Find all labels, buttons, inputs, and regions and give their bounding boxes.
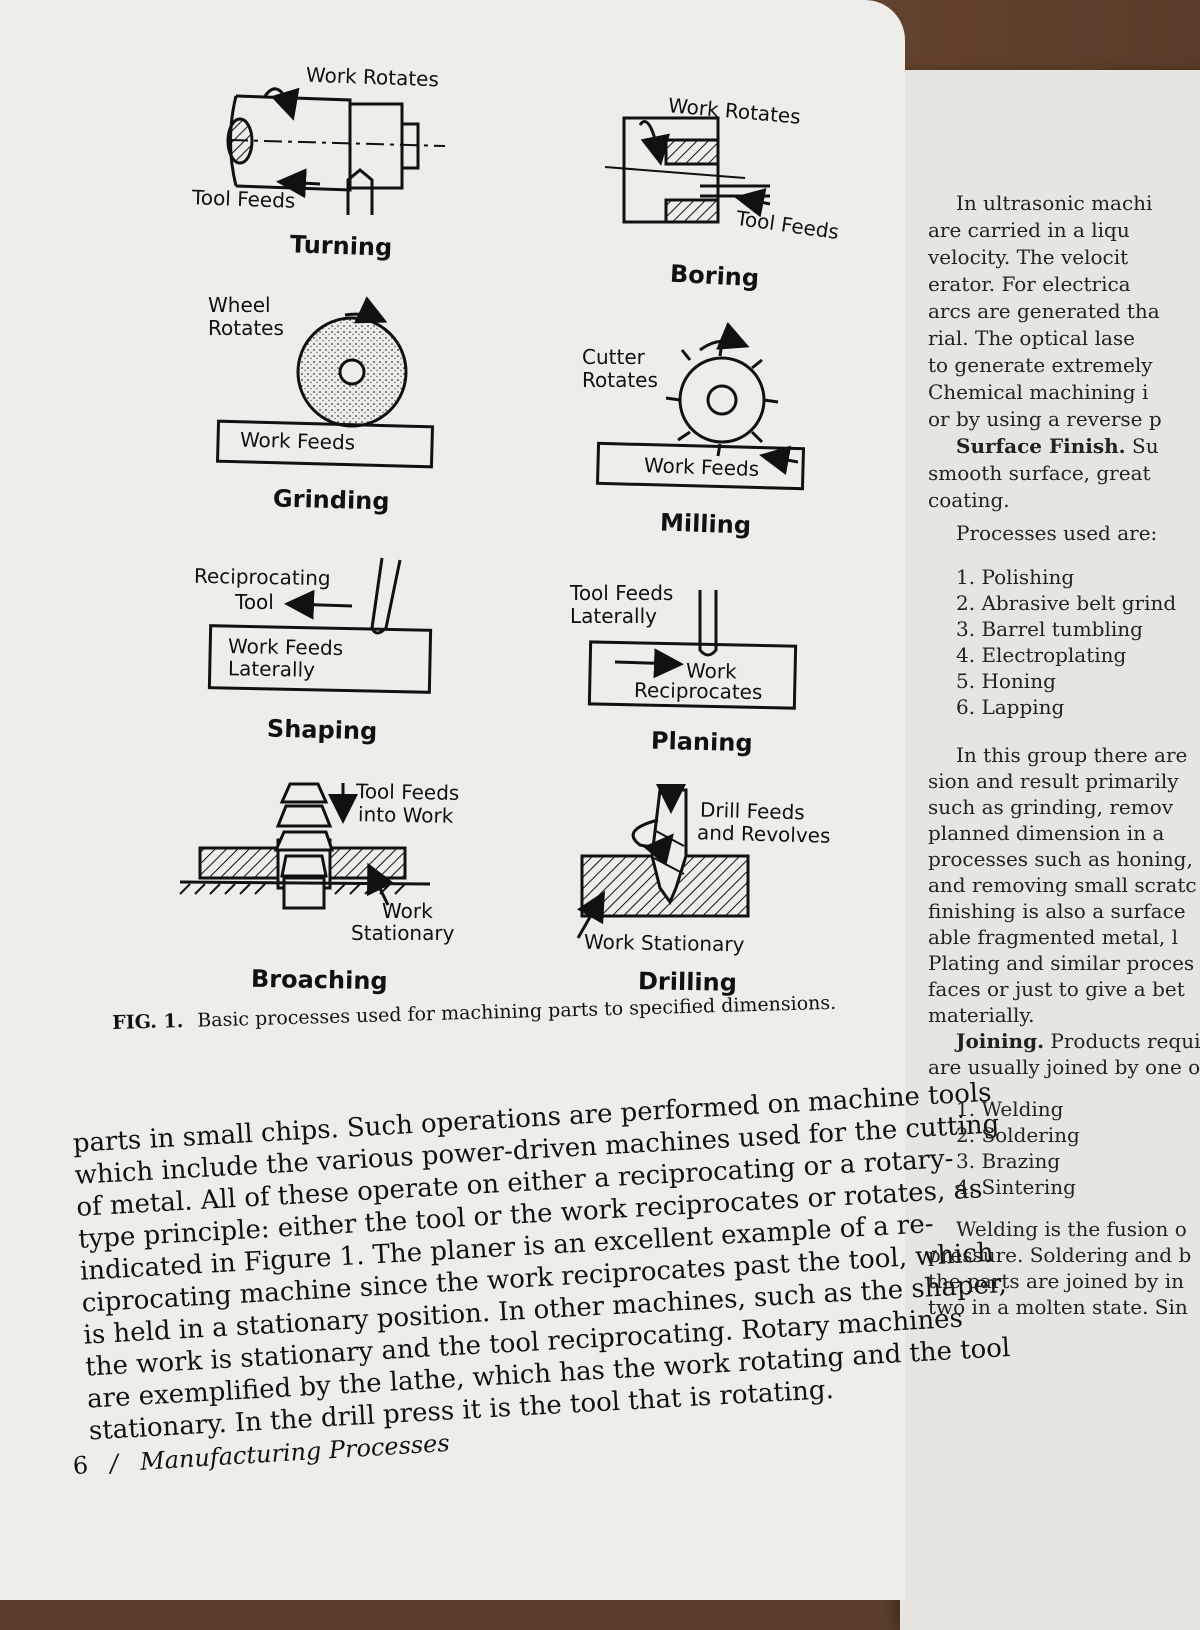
right-line: pressure. Soldering and b (928, 1243, 1192, 1267)
joining-list-item: 2. Soldering (956, 1123, 1080, 1147)
milling-diagram (595, 321, 806, 491)
body-paragraph: parts in small chips. Such operations ar… (72, 1078, 1011, 1448)
planing-caption: Planing (650, 726, 753, 758)
surface-finish-tail: Su (1132, 434, 1159, 458)
right-line: are usually joined by one of (928, 1055, 1200, 1079)
right-line: faces or just to give a bet (928, 977, 1185, 1001)
right-line: In this group there are (956, 743, 1188, 767)
figure-caption-label: FIG. 1. (112, 1010, 184, 1034)
broaching-work-label: Work (382, 899, 433, 923)
right-line: arcs are generated tha (928, 299, 1160, 323)
right-line: able fragmented metal, l (928, 925, 1178, 949)
right-page (900, 70, 1200, 1630)
joining-line: Joining. Products requi (956, 1028, 1200, 1055)
processes-intro: Processes used are: (956, 521, 1158, 545)
drilling-caption: Drilling (637, 967, 738, 997)
planing-reciprocates-label: Reciprocates (633, 677, 763, 705)
right-line: two in a molten state. Sin (928, 1295, 1188, 1319)
footer-separator: / (109, 1449, 119, 1478)
broaching-caption: Broaching (250, 964, 388, 996)
planing-diagram (587, 590, 798, 710)
broaching-into-work-label: into Work (357, 802, 454, 828)
right-line: finishing is also a surface (928, 899, 1186, 923)
right-line: the parts are joined by in (928, 1269, 1184, 1293)
process-list-item: 5. Honing (956, 669, 1056, 693)
right-line: Chemical machining i (928, 380, 1149, 404)
grinding-wheel-label: Wheel (208, 293, 271, 317)
grinding-diagram (215, 296, 435, 469)
process-list-item: 6. Lapping (956, 695, 1065, 719)
broaching-tool-feeds-label: Tool Feeds (355, 779, 460, 805)
right-line: are carried in a liqu (928, 218, 1130, 242)
planing-tool-feeds-label: Tool Feeds (570, 581, 674, 605)
drilling-work-stationary-label: Work Stationary (583, 929, 745, 957)
surface-finish-line: Surface Finish. Su (956, 433, 1159, 460)
grinding-caption: Grinding (272, 484, 390, 516)
right-line: velocity. The velocit (928, 245, 1129, 269)
right-line: coating. (928, 488, 1010, 512)
joining-list-item: 3. Brazing (956, 1149, 1061, 1173)
right-line: Welding is the fusion o (956, 1217, 1187, 1241)
right-line: rial. The optical lase (928, 326, 1135, 350)
right-line: such as grinding, remov (928, 795, 1174, 819)
milling-rotates-label: Rotates (582, 368, 658, 392)
drilling-diagram (576, 784, 750, 939)
joining-tail: Products requi (1050, 1029, 1200, 1053)
turning-work-rotates-label: Work Rotates (305, 62, 440, 92)
right-line: In ultrasonic machi (956, 191, 1153, 215)
right-line: planned dimension in a (928, 821, 1165, 845)
broaching-diagram (179, 782, 431, 910)
right-line: materially. (928, 1003, 1035, 1027)
shaping-reciprocating-label: Reciprocating (193, 563, 331, 591)
joining-heading: Joining. (956, 1029, 1045, 1053)
joining-list-item: 4. Sintering (956, 1175, 1076, 1199)
right-line: erator. For electrica (928, 272, 1131, 296)
turning-tool-feeds-label: Tool Feeds (191, 185, 296, 213)
surface-finish-heading: Surface Finish. (956, 434, 1126, 458)
process-list-item: 3. Barrel tumbling (956, 617, 1143, 641)
process-list-item: 2. Abrasive belt grind (956, 591, 1177, 615)
right-line: sion and result primarily (928, 769, 1179, 793)
right-line: processes such as honing, (928, 847, 1193, 871)
milling-cutter-label: Cutter (582, 345, 645, 369)
boring-diagram (604, 116, 771, 224)
right-line: Plating and similar proces (928, 951, 1195, 975)
grinding-rotates-label: Rotates (208, 316, 284, 340)
page-number: 6 (72, 1451, 89, 1480)
shaping-tool-label: Tool (235, 590, 274, 614)
milling-work-feeds-label: Work Feeds (643, 452, 760, 482)
shaping-laterally-label: Laterally (227, 656, 316, 682)
right-line: to generate extremely (928, 353, 1153, 377)
process-list-item: 1. Polishing (956, 565, 1075, 589)
drilling-revolves-label: and Revolves (696, 820, 831, 848)
turning-diagram (226, 87, 446, 215)
right-line: smooth surface, great (928, 461, 1151, 485)
left-page (0, 0, 905, 1600)
shaping-diagram (207, 557, 433, 694)
shaping-work-feeds-label: Work Feeds (227, 633, 344, 661)
right-line: and removing small scratc (928, 873, 1197, 897)
planing-laterally-label: Laterally (570, 604, 657, 628)
shaping-caption: Shaping (266, 714, 378, 746)
turning-caption: Turning (289, 230, 393, 262)
grinding-work-feeds-label: Work Feeds (239, 427, 356, 455)
right-line: or by using a reverse p (928, 407, 1162, 431)
boring-caption: Boring (669, 259, 760, 293)
joining-list-item: 1. Welding (956, 1097, 1064, 1121)
broaching-stationary-label: Stationary (351, 921, 455, 945)
process-list-item: 4. Electroplating (956, 643, 1127, 667)
drilling-drill-feeds-label: Drill Feeds (699, 797, 806, 825)
milling-caption: Milling (659, 508, 752, 540)
